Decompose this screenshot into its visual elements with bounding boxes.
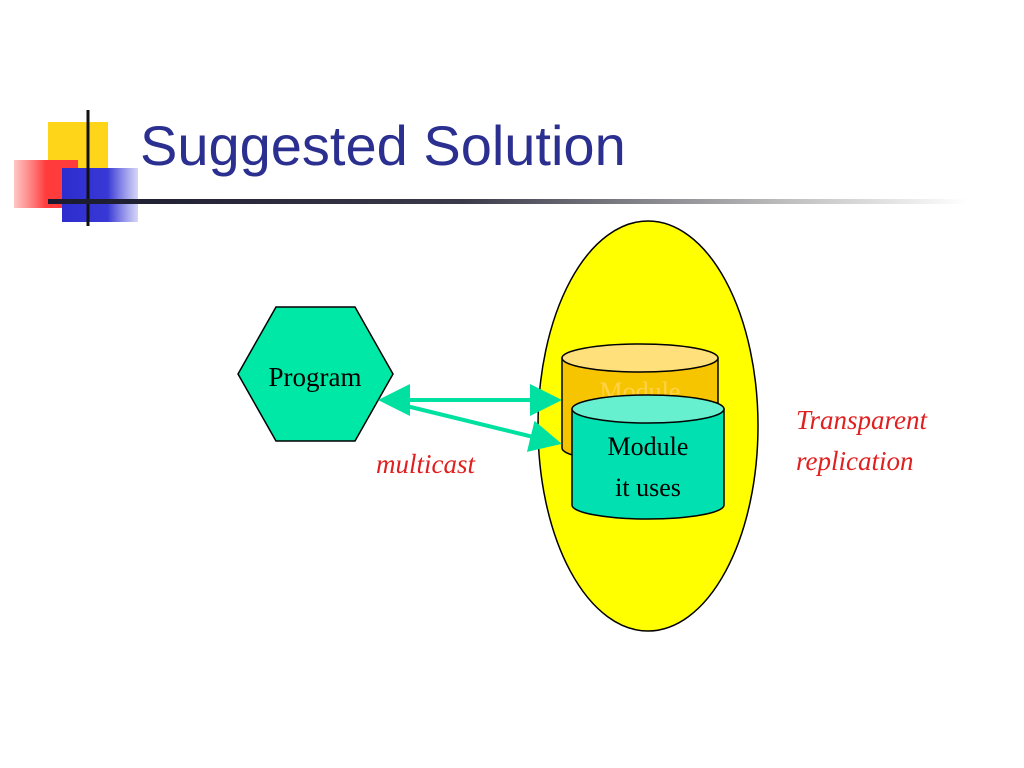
front-module-label-line2: it uses <box>615 473 681 502</box>
transparent-replication-line1: Transparent <box>796 405 929 435</box>
title-underline <box>48 199 968 204</box>
transparent-replication-line2: replication <box>796 446 913 476</box>
slide-corner-logo <box>14 110 138 226</box>
slide-title: Suggested Solution <box>140 114 626 177</box>
front-module-cylinder: Module it uses <box>571 394 725 520</box>
multicast-label: multicast <box>376 449 476 479</box>
program-label: Program <box>269 362 362 392</box>
front-module-label-line1: Module <box>608 432 689 461</box>
logo-blue-block <box>62 168 138 222</box>
program-hexagon: Program <box>237 306 394 442</box>
multicast-arrow-to-front-module <box>385 399 562 452</box>
